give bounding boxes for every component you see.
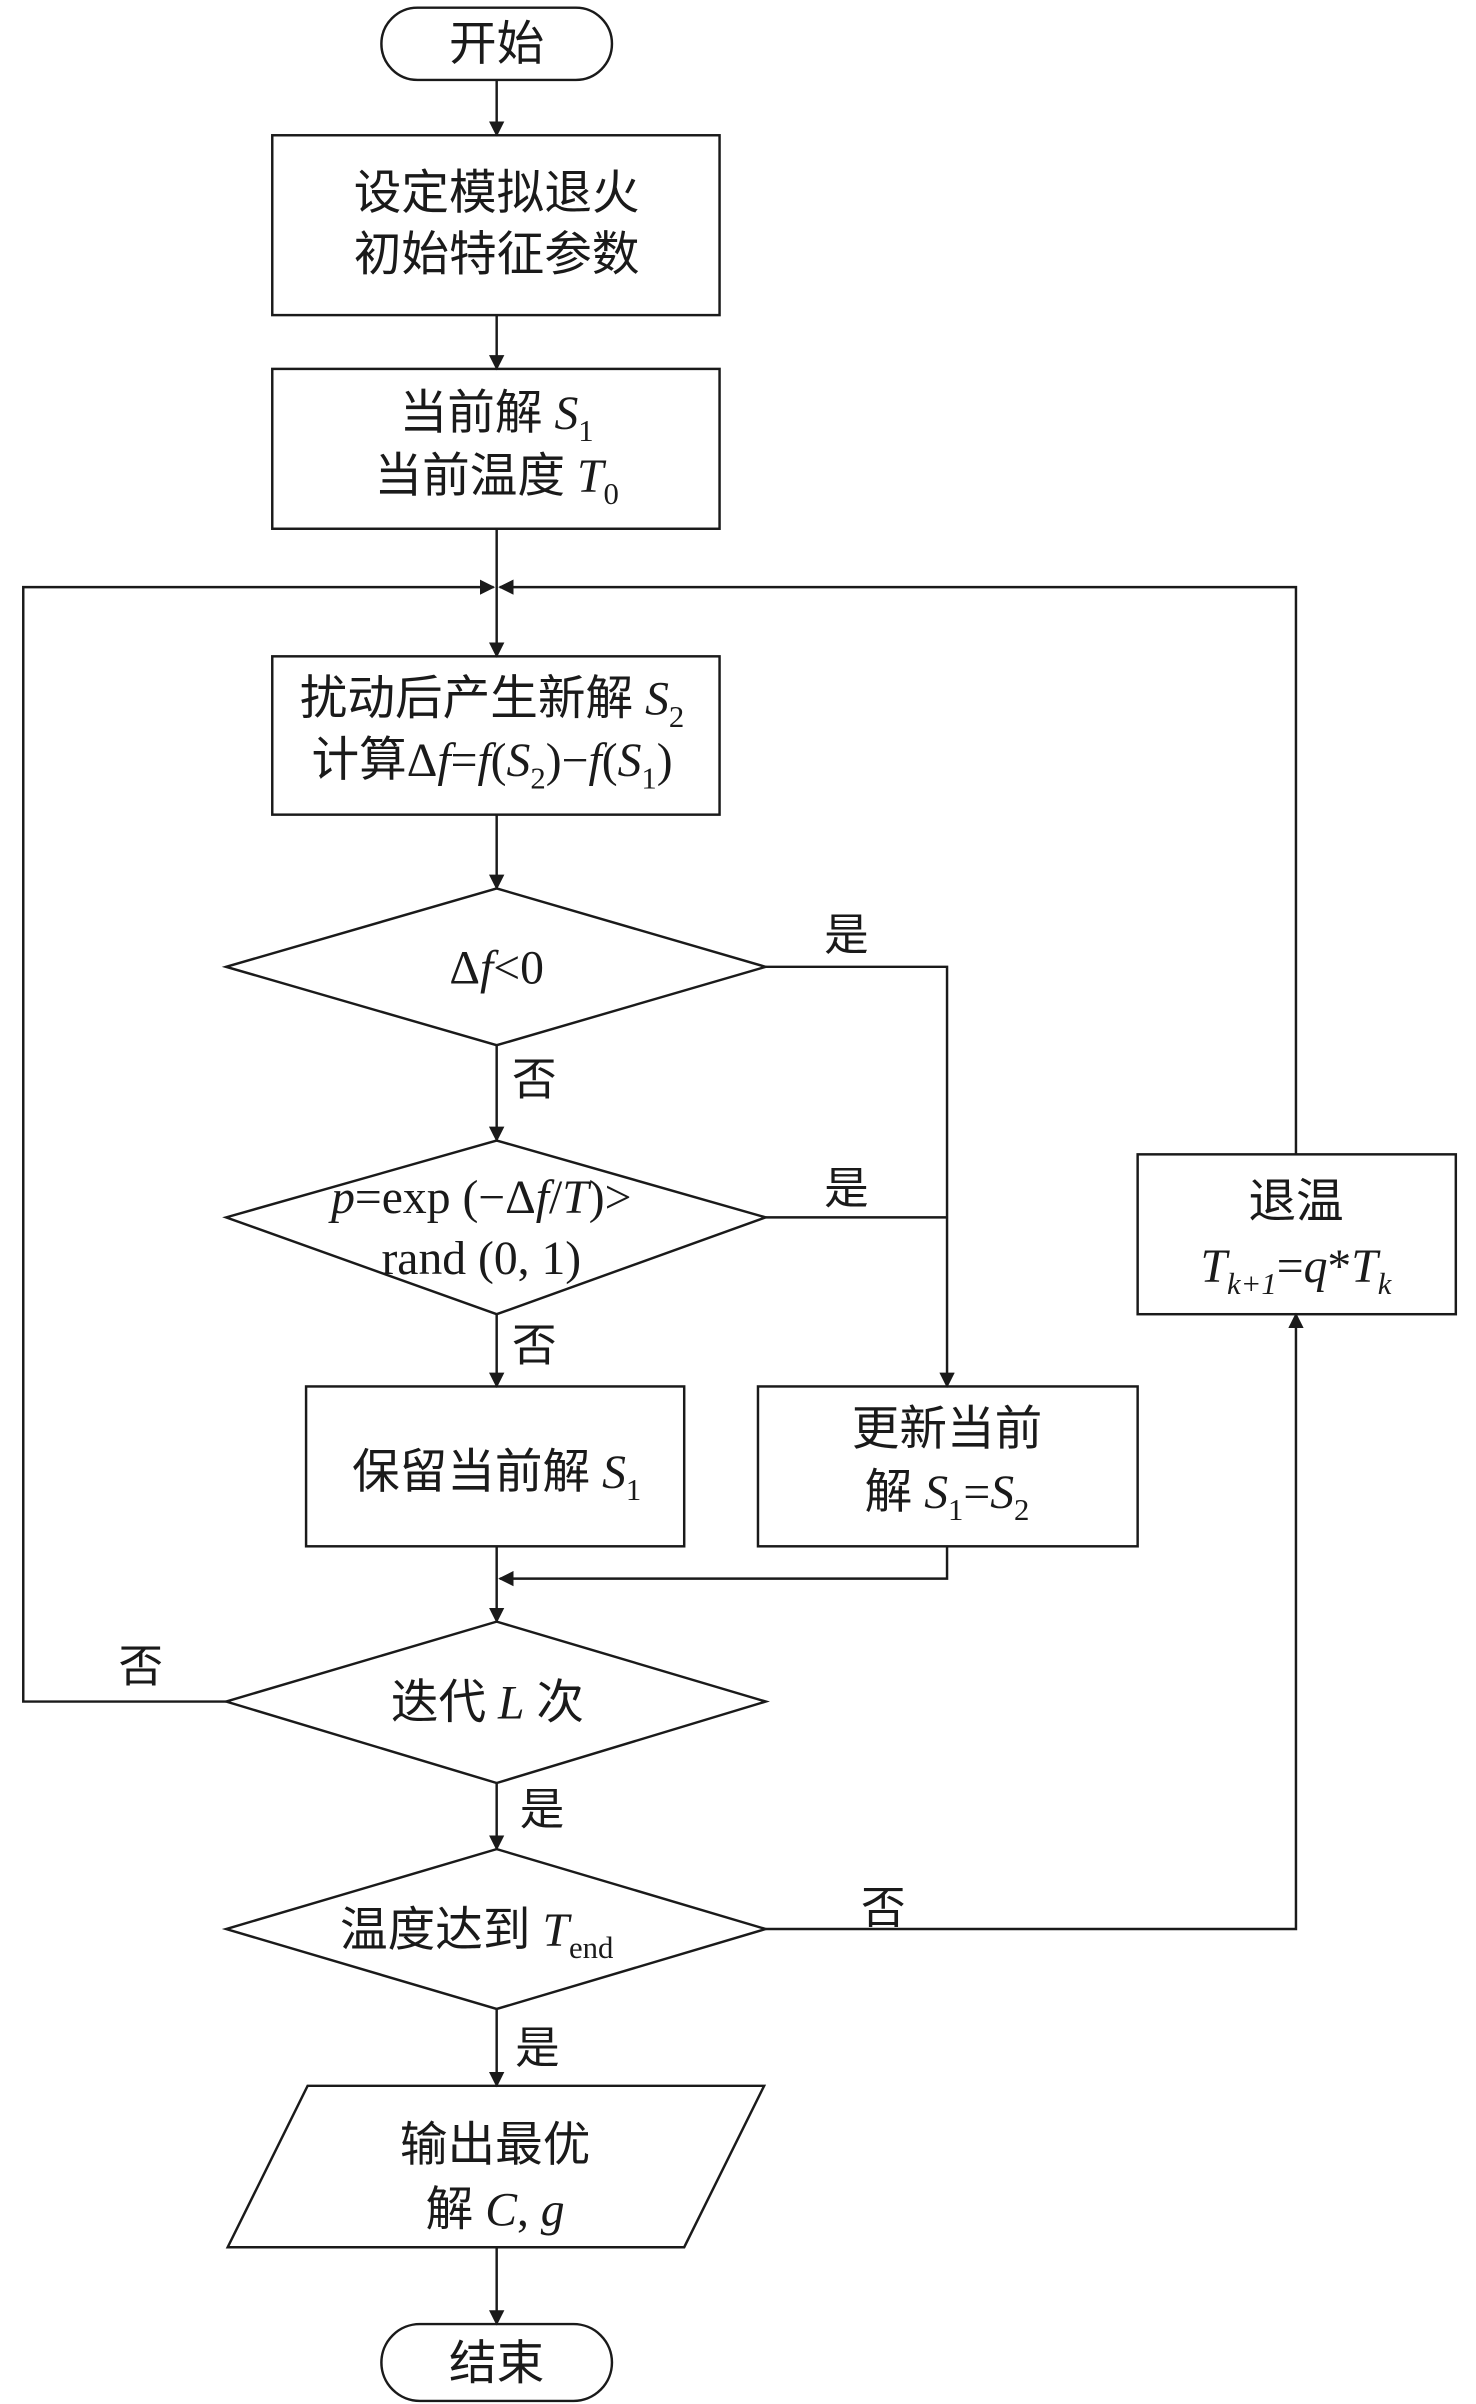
cool-text-line: Tk+1=q*Tk <box>1201 1241 1393 1301</box>
text-segment: 迭代 <box>391 1677 498 1729</box>
text-segment: 计算Δ <box>311 735 437 787</box>
text-segment: = <box>963 1467 990 1519</box>
probability-decision <box>222 1139 770 1316</box>
text-segment: S <box>602 1447 626 1499</box>
text-segment: S <box>554 388 578 440</box>
keep-text-line: 保留当前解 S1 <box>352 1447 641 1507</box>
iterate-no-label: 否 <box>119 1642 164 1692</box>
text-segment: 当前温度 <box>375 451 577 503</box>
text-segment: )> <box>589 1172 632 1224</box>
iterate-decision <box>221 1620 770 1785</box>
init-box <box>271 134 721 317</box>
init-text-line: 初始特征参数 <box>354 230 640 282</box>
text-segment: 解 <box>865 1467 925 1519</box>
text-segment: )− <box>546 735 589 787</box>
text-segment: 解 <box>426 2185 486 2237</box>
text-segment: ( <box>491 735 507 787</box>
text-segment: T <box>1201 1241 1231 1293</box>
text-segment: 次 <box>525 1677 585 1729</box>
check-prob-text-line: p=exp (−Δf/T)> <box>328 1172 631 1224</box>
text-segment: g <box>541 2185 565 2237</box>
text-segment: T <box>562 1172 592 1224</box>
text-segment: =exp (−Δ <box>355 1172 536 1224</box>
text-segment: 温度达到 <box>340 1905 542 1957</box>
text-segment: T <box>542 1905 572 1957</box>
text-segment: = <box>1277 1241 1304 1293</box>
text-segment: 更新当前 <box>852 1404 1043 1456</box>
text-segment: 0 <box>603 477 618 511</box>
current-text-line: 当前温度 T0 <box>375 451 619 511</box>
text-segment: 结束 <box>449 2338 544 2390</box>
text-segment: 2 <box>1014 1493 1029 1527</box>
text-segment: S <box>507 735 531 787</box>
output-text-line: 解 C, g <box>426 2185 565 2237</box>
text-segment: 初始特征参数 <box>354 230 640 282</box>
text-segment: end <box>569 1931 613 1965</box>
connectors <box>22 79 1304 2326</box>
text-segment: 扰动后产生新解 <box>300 674 645 726</box>
text-segment: T <box>577 451 607 503</box>
output-text-line: 输出最优 <box>400 2120 591 2172</box>
text-segment: k+1 <box>1227 1267 1277 1301</box>
update-text-line: 解 S1=S2 <box>865 1467 1030 1527</box>
text-segment: S <box>924 1467 948 1519</box>
text-segment: Δ <box>449 943 480 995</box>
text-segment: , <box>517 2185 541 2237</box>
prob-no-label: 否 <box>512 1320 557 1370</box>
current-box <box>271 367 721 530</box>
text-segment: k <box>1378 1267 1393 1301</box>
text-segment: / <box>549 1172 563 1224</box>
text-segment: rand (0, 1) <box>381 1233 581 1285</box>
text-segment: <0 <box>493 943 544 995</box>
init-text-line: 设定模拟退火 <box>354 168 640 220</box>
text-segment: 开始 <box>449 19 544 71</box>
cool-text-line: 退温 <box>1248 1176 1343 1228</box>
text-segment: 2 <box>530 762 545 796</box>
temp-no-label: 否 <box>861 1883 906 1933</box>
perturb-text-line: 扰动后产生新解 S2 <box>300 674 684 734</box>
text-segment: S <box>618 735 642 787</box>
update-text-line: 更新当前 <box>852 1404 1043 1456</box>
temp-check-text-line: 温度达到 Tend <box>340 1905 613 1965</box>
text-segment: 当前解 <box>400 388 555 440</box>
text-segment: p <box>328 1172 355 1224</box>
text-segment: C <box>485 2185 518 2237</box>
text-segment: 1 <box>578 414 593 448</box>
text-segment: ) <box>657 735 673 787</box>
text-segment: 1 <box>948 1493 963 1527</box>
text-segment: 1 <box>626 1473 641 1507</box>
end-text-line: 结束 <box>449 2338 544 2390</box>
text-segment: q <box>1304 1241 1328 1293</box>
text-segment: L <box>497 1677 525 1729</box>
text-segment: ( <box>602 735 618 787</box>
text-segment: 2 <box>669 700 684 734</box>
text-segment: 设定模拟退火 <box>354 168 640 220</box>
output-parallelogram <box>225 2084 767 2249</box>
text-segment: T <box>1351 1241 1381 1293</box>
text-segment: 1 <box>641 762 656 796</box>
perturb-text-line: 计算Δf=f(S2)−f(S1) <box>311 735 672 795</box>
text-segment: * <box>1327 1241 1351 1293</box>
delta-no-label: 否 <box>512 1054 557 1104</box>
iterate-text-line: 迭代 L 次 <box>391 1677 584 1729</box>
temp-yes-label: 是 <box>515 2023 560 2073</box>
text-segment: = <box>451 735 478 787</box>
iterate-yes-label: 是 <box>520 1785 565 1835</box>
delta-yes-label: 是 <box>824 910 869 960</box>
check-prob-text-line: rand (0, 1) <box>381 1233 581 1285</box>
text-segment: S <box>645 674 669 726</box>
prob-yes-label: 是 <box>824 1164 869 1214</box>
text-segment: S <box>990 1467 1014 1519</box>
current-text-line: 当前解 S1 <box>400 388 594 448</box>
check-delta-text-line: Δf<0 <box>449 943 544 995</box>
text-segment: 输出最优 <box>400 2120 591 2172</box>
text-segment: 保留当前解 <box>352 1447 602 1499</box>
text-segment: 退温 <box>1248 1176 1343 1228</box>
start-text-line: 开始 <box>449 19 544 71</box>
